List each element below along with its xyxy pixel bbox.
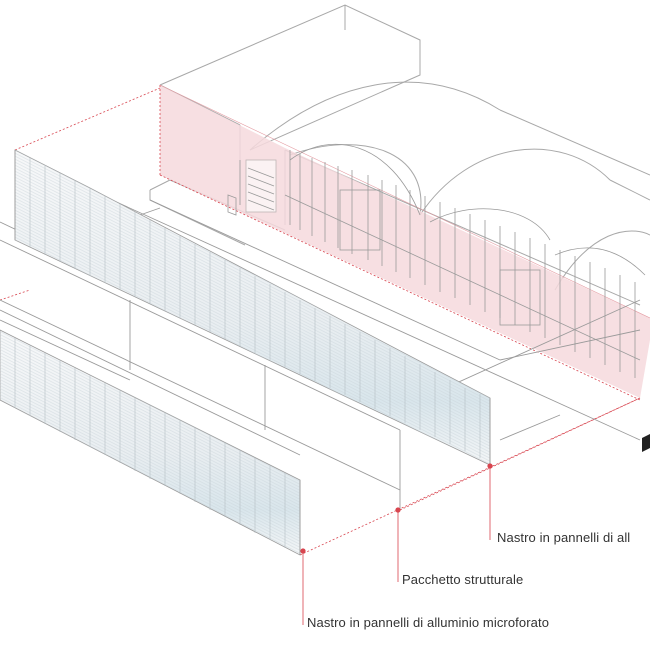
label-structural-package: Pacchetto strutturale bbox=[402, 572, 524, 587]
leader-lines bbox=[300, 463, 493, 625]
front-panel-strip bbox=[0, 329, 301, 556]
facade-structure bbox=[227, 143, 646, 378]
back-panel-strip bbox=[14, 149, 491, 466]
label-aluminium-strip-front: Nastro in pannelli di alluminio microfor… bbox=[307, 615, 550, 630]
label-aluminium-strip-back: Nastro in pannelli di all bbox=[497, 530, 631, 545]
pink-facade-band bbox=[159, 84, 650, 401]
edge-detail bbox=[642, 434, 650, 452]
